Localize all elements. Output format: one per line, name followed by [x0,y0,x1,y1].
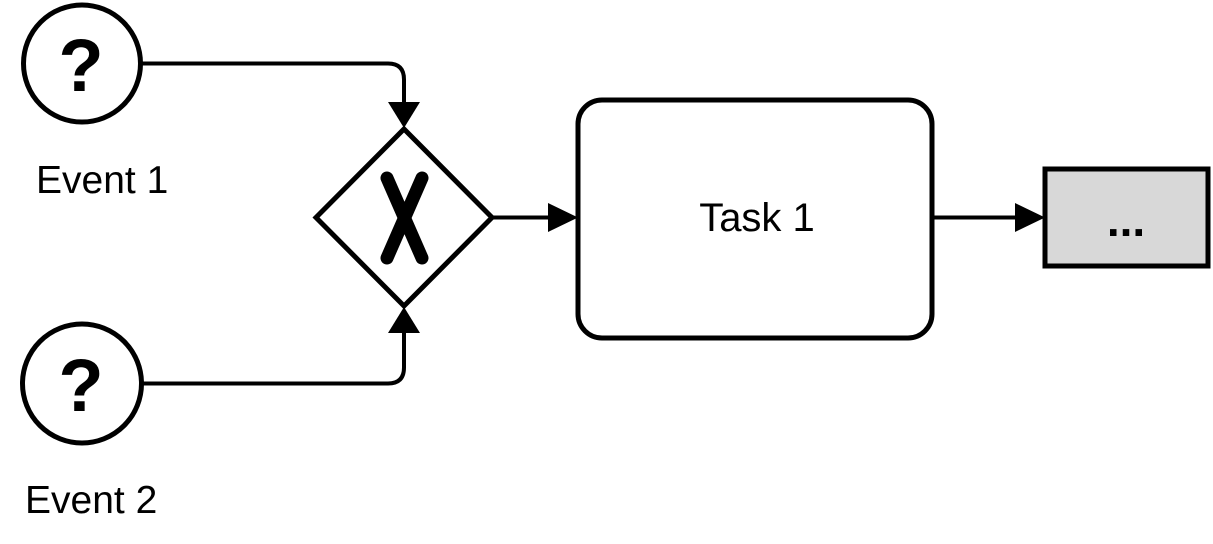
question-mark-icon: ? [58,24,103,107]
event-2-node[interactable]: ? [20,321,144,446]
event-1-node[interactable]: ? [21,2,143,125]
placeholder-label: ... [1107,194,1145,246]
task-1-rect [575,97,935,341]
edge-event1-to-gateway[interactable] [142,61,420,129]
arrowhead-right-icon [548,203,578,232]
question-mark-icon: ? [58,344,103,427]
placeholder-rect [1042,166,1211,269]
arrowhead-right-icon [1015,203,1045,232]
xor-gateway-node[interactable] [312,125,496,310]
x-cross-icon [380,171,429,265]
edge-event1-line [142,61,406,103]
arrowhead-down-icon [388,102,420,128]
event-1-label: Event 1 [36,159,168,202]
event-2-label: Event 2 [25,479,157,522]
edge-gateway-to-task[interactable] [493,203,578,232]
event-1-circle [21,2,143,125]
task-1-node[interactable]: Task 1 [575,97,935,341]
edge-event2-to-gateway[interactable] [142,307,420,386]
event-2-circle [20,321,144,446]
task-1-label: Task 1 [699,196,815,240]
edge-event2-line [142,332,406,386]
edge-task-to-placeholder[interactable] [932,203,1045,232]
placeholder-node[interactable]: ... [1042,166,1211,269]
arrowhead-up-icon [388,307,420,333]
